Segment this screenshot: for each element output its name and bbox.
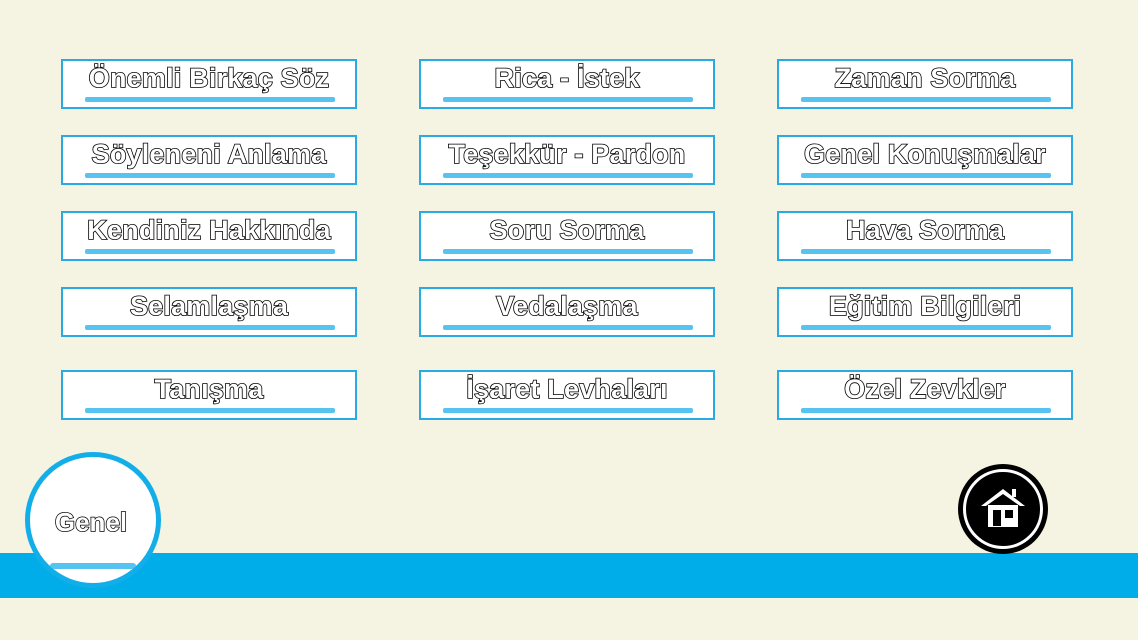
category-label: Genel Konuşmalar [803,138,1046,170]
section-button-genel[interactable]: Genel [25,452,161,588]
home-button[interactable] [958,464,1048,554]
category-label: İşaret Levhaları [466,373,669,405]
category-label: Kendiniz Hakkında [86,214,331,246]
category-button-soyleneni-anlama[interactable]: Söyleneni Anlama [61,135,357,185]
category-button-vedalasma[interactable]: Vedalaşma [419,287,715,337]
underline-decoration [801,173,1051,178]
underline-decoration [443,97,693,102]
underline-decoration [85,97,335,102]
category-button-soru-sorma[interactable]: Soru Sorma [419,211,715,261]
underline-decoration [443,325,693,330]
category-button-kendiniz-hakkinda[interactable]: Kendiniz Hakkında [61,211,357,261]
underline-decoration [443,173,693,178]
category-label: Söyleneni Anlama [91,138,327,170]
category-button-rica-istek[interactable]: Rica - İstek [419,59,715,109]
category-button-ozel-zevkler[interactable]: Özel Zevkler [777,370,1073,420]
home-button-ring [963,469,1043,549]
category-label: Hava Sorma [845,214,1005,246]
section-label: Genel [54,506,128,538]
category-label: Soru Sorma [489,214,645,246]
category-label: Rica - İstek [494,62,640,94]
category-button-egitim-bilgileri[interactable]: Eğitim Bilgileri [777,287,1073,337]
category-button-genel-konusmalar[interactable]: Genel Konuşmalar [777,135,1073,185]
underline-decoration [85,325,335,330]
underline-decoration [85,408,335,413]
category-label: Önemli Birkaç Söz [88,62,330,94]
underline-decoration [443,249,693,254]
category-label: Özel Zevkler [843,373,1006,405]
underline-decoration [85,249,335,254]
category-button-zaman-sorma[interactable]: Zaman Sorma [777,59,1073,109]
category-label: Selamlaşma [129,290,289,322]
underline-decoration [801,249,1051,254]
category-label: Teşekkür - Pardon [448,138,686,170]
bottom-bar [0,553,1138,598]
underline-decoration [443,408,693,413]
home-icon [981,489,1025,527]
wave-decoration [50,563,136,569]
underline-decoration [85,173,335,178]
category-grid: Önemli Birkaç Söz Rica - İstek Zaman Sor… [61,59,1073,420]
category-button-onemli-birkac-soz[interactable]: Önemli Birkaç Söz [61,59,357,109]
underline-decoration [801,97,1051,102]
category-button-isaret-levhalari[interactable]: İşaret Levhaları [419,370,715,420]
category-button-selamlasma[interactable]: Selamlaşma [61,287,357,337]
category-button-tanisma[interactable]: Tanışma [61,370,357,420]
underline-decoration [801,408,1051,413]
category-button-hava-sorma[interactable]: Hava Sorma [777,211,1073,261]
underline-decoration [801,325,1051,330]
category-label: Eğitim Bilgileri [828,290,1022,322]
category-label: Tanışma [154,373,264,405]
category-label: Vedalaşma [495,290,638,322]
category-button-tesekkur-pardon[interactable]: Teşekkür - Pardon [419,135,715,185]
category-label: Zaman Sorma [834,62,1016,94]
